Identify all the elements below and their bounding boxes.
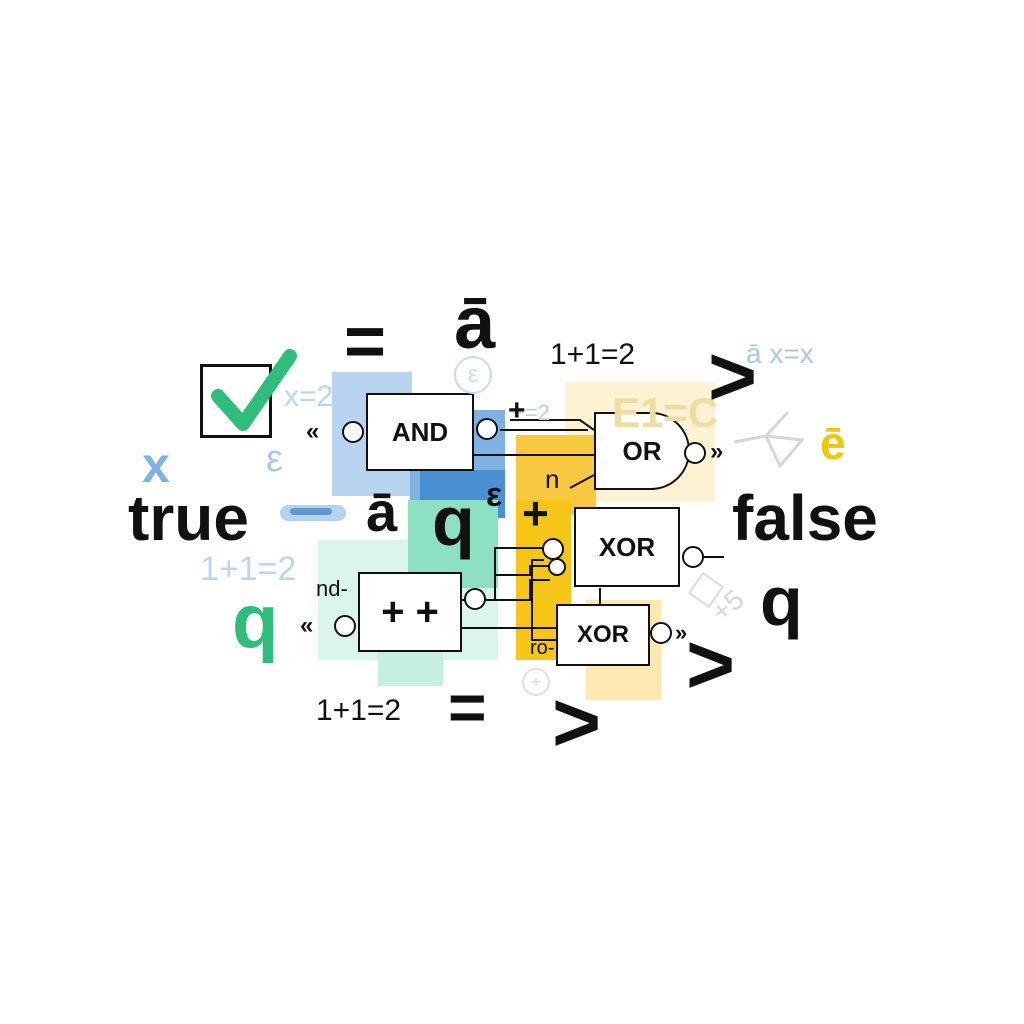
a-bar-top: ā xyxy=(454,281,496,364)
wire-pp-mid xyxy=(462,579,550,601)
wire-xor-loop xyxy=(531,559,556,641)
xor-bottom-output-arrow: » xyxy=(675,620,688,645)
xor-top-input-bubble-a xyxy=(542,538,564,560)
a-bar-mid: ā xyxy=(366,480,398,543)
or-gate-output-bubble xyxy=(684,442,706,464)
true-label: true xyxy=(128,482,249,554)
plus-plus-input-bubble xyxy=(334,615,356,637)
xor-gate-top-label: XOR xyxy=(598,531,656,562)
xor-top-input-bubble-b xyxy=(548,558,566,576)
equation-top: 1+1=2 xyxy=(550,338,636,371)
or-gate-label: OR xyxy=(622,435,662,466)
plus-plus-output-bubble xyxy=(464,588,486,610)
equals-sign-bottom: = xyxy=(448,670,487,744)
xor-gate-bottom: XOR xyxy=(556,604,650,666)
xor-bottom-output-bubble xyxy=(650,622,672,644)
xor-top-output-bubble xyxy=(682,546,704,568)
plus-plus-input-arrow: « xyxy=(300,612,314,639)
greater-than-top: > xyxy=(708,329,758,423)
q-mid: q xyxy=(432,482,475,560)
plus-yellow: + xyxy=(522,487,549,539)
plus-plus-gate: + + xyxy=(358,572,462,652)
greater-than-bottom: > xyxy=(552,675,602,769)
and-gate-label: AND xyxy=(391,416,449,447)
xor-gate-bottom-label: XOR xyxy=(576,621,629,648)
and-gate-input-bubble xyxy=(342,421,364,443)
e-bar-right: ē xyxy=(820,417,846,469)
and-gate-output-bubble xyxy=(476,418,498,440)
epsilon-mid: ε xyxy=(486,476,503,514)
plus-on-wire: + xyxy=(508,394,526,427)
x-symbol-left: x xyxy=(142,437,170,493)
faint-epsilon-left: ε xyxy=(266,438,283,480)
faint-x-eq-2: x=2 xyxy=(284,380,334,413)
ro-label: ro- xyxy=(530,637,555,659)
nd-label: nd- xyxy=(316,576,348,601)
q-left-green: q xyxy=(232,579,279,664)
faint-circled-three: ε xyxy=(454,356,492,394)
and-gate-input-arrow: « xyxy=(306,418,320,445)
equation-bottom: 1+1=2 xyxy=(316,694,402,727)
false-label: false xyxy=(732,482,878,554)
faint-plus-eq-2: +=2 xyxy=(512,400,550,425)
faint-diamond-shape xyxy=(733,410,805,469)
xor-gate-top: XOR xyxy=(574,507,680,587)
wire-xor-in-b xyxy=(495,565,550,576)
plus-plus-gate-label: + + xyxy=(381,589,439,634)
or-gate-output-arrow: » xyxy=(710,438,724,465)
wire-plus-to-or xyxy=(510,419,595,431)
wire-n-to-or xyxy=(569,474,595,489)
greater-than-right: > xyxy=(686,617,736,711)
faint-diamond-small xyxy=(687,571,725,609)
blue-dash-core xyxy=(290,508,332,515)
a-bar-x-eq-x: ā x=x xyxy=(746,338,814,369)
or-gate: OR xyxy=(594,412,690,490)
equals-sign-top: = xyxy=(344,302,387,382)
faint-e1c: E1=C xyxy=(612,389,719,436)
check-icon xyxy=(211,349,297,431)
and-gate: AND xyxy=(366,393,474,471)
q-right: q xyxy=(760,562,803,640)
faint-plus-circle: + xyxy=(522,668,550,696)
n-label: n xyxy=(545,464,560,494)
faint-1plus1-left: 1+1=2 xyxy=(200,550,297,588)
